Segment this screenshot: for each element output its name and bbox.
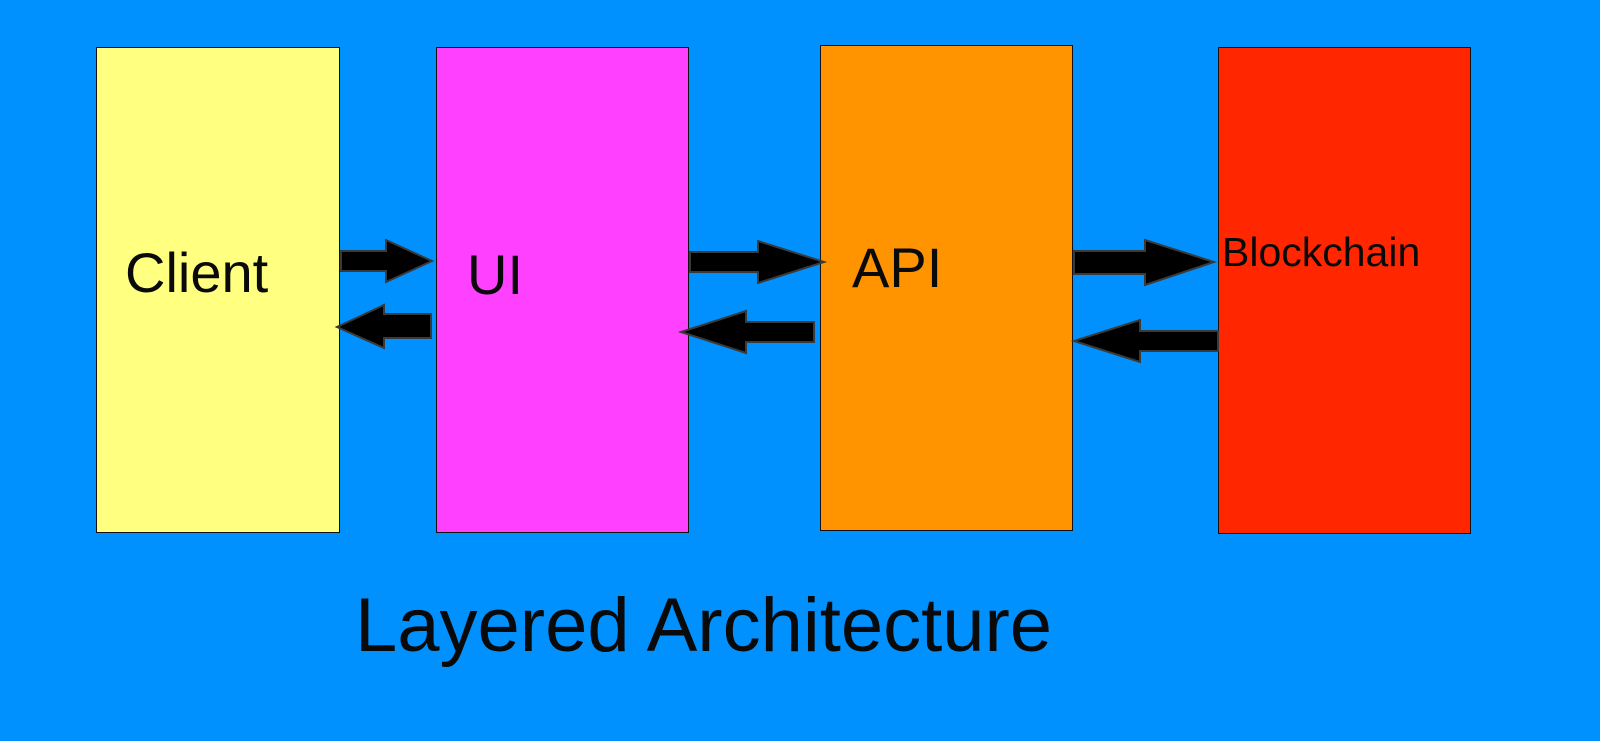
blockchain-layer-box <box>1218 47 1471 534</box>
blockchain-layer-label: Blockchain <box>1222 229 1421 275</box>
client-layer-box <box>96 47 340 533</box>
api-to-ui-arrow <box>677 309 815 355</box>
ui-layer-label: UI <box>467 243 523 306</box>
client-layer-label: Client <box>125 241 269 304</box>
ui-to-client-arrow <box>334 303 432 350</box>
api-layer-label: API <box>852 236 943 299</box>
client-to-ui-arrow <box>340 238 435 284</box>
api-to-blockchain-arrow <box>1073 238 1218 287</box>
ui-layer-box <box>436 47 689 533</box>
ui-to-api-arrow <box>689 239 828 285</box>
api-layer-box <box>820 45 1073 531</box>
diagram-title: Layered Architecture <box>355 583 1053 668</box>
blockchain-to-api-arrow <box>1070 318 1219 364</box>
